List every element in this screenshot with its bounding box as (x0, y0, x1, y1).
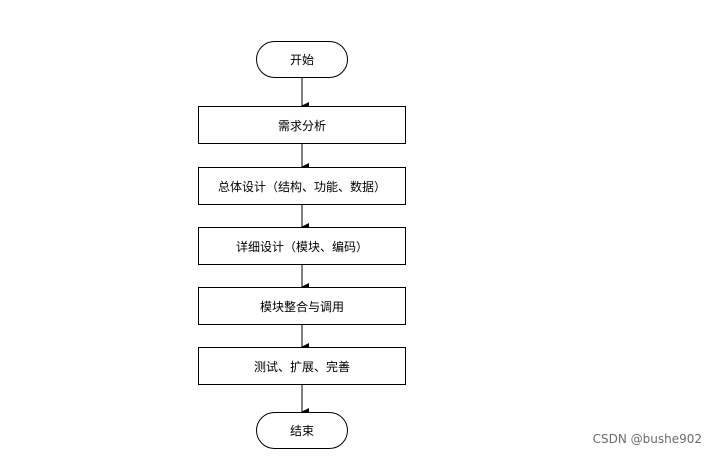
process-step-testing: 测试、扩展、完善 (198, 347, 406, 385)
watermark-text: CSDN @bushe902 (592, 432, 702, 446)
start-node-label: 开始 (289, 53, 314, 67)
process-step-requirements-analysis: 需求分析 (198, 106, 406, 144)
process-step-label: 测试、扩展、完善 (253, 359, 350, 374)
process-step-label: 总体设计（结构、功能、数据） (217, 179, 386, 194)
process-step-label: 模块整合与调用 (259, 299, 344, 314)
process-step-label: 详细设计（模块、编码） (235, 239, 368, 254)
end-node: 结束 (256, 412, 348, 449)
process-step-detailed-design: 详细设计（模块、编码） (198, 227, 406, 265)
process-step-label: 需求分析 (277, 118, 326, 133)
process-step-module-integration: 模块整合与调用 (198, 287, 406, 325)
end-node-label: 结束 (289, 424, 314, 438)
start-node: 开始 (256, 41, 348, 78)
process-step-overall-design: 总体设计（结构、功能、数据） (198, 167, 406, 205)
